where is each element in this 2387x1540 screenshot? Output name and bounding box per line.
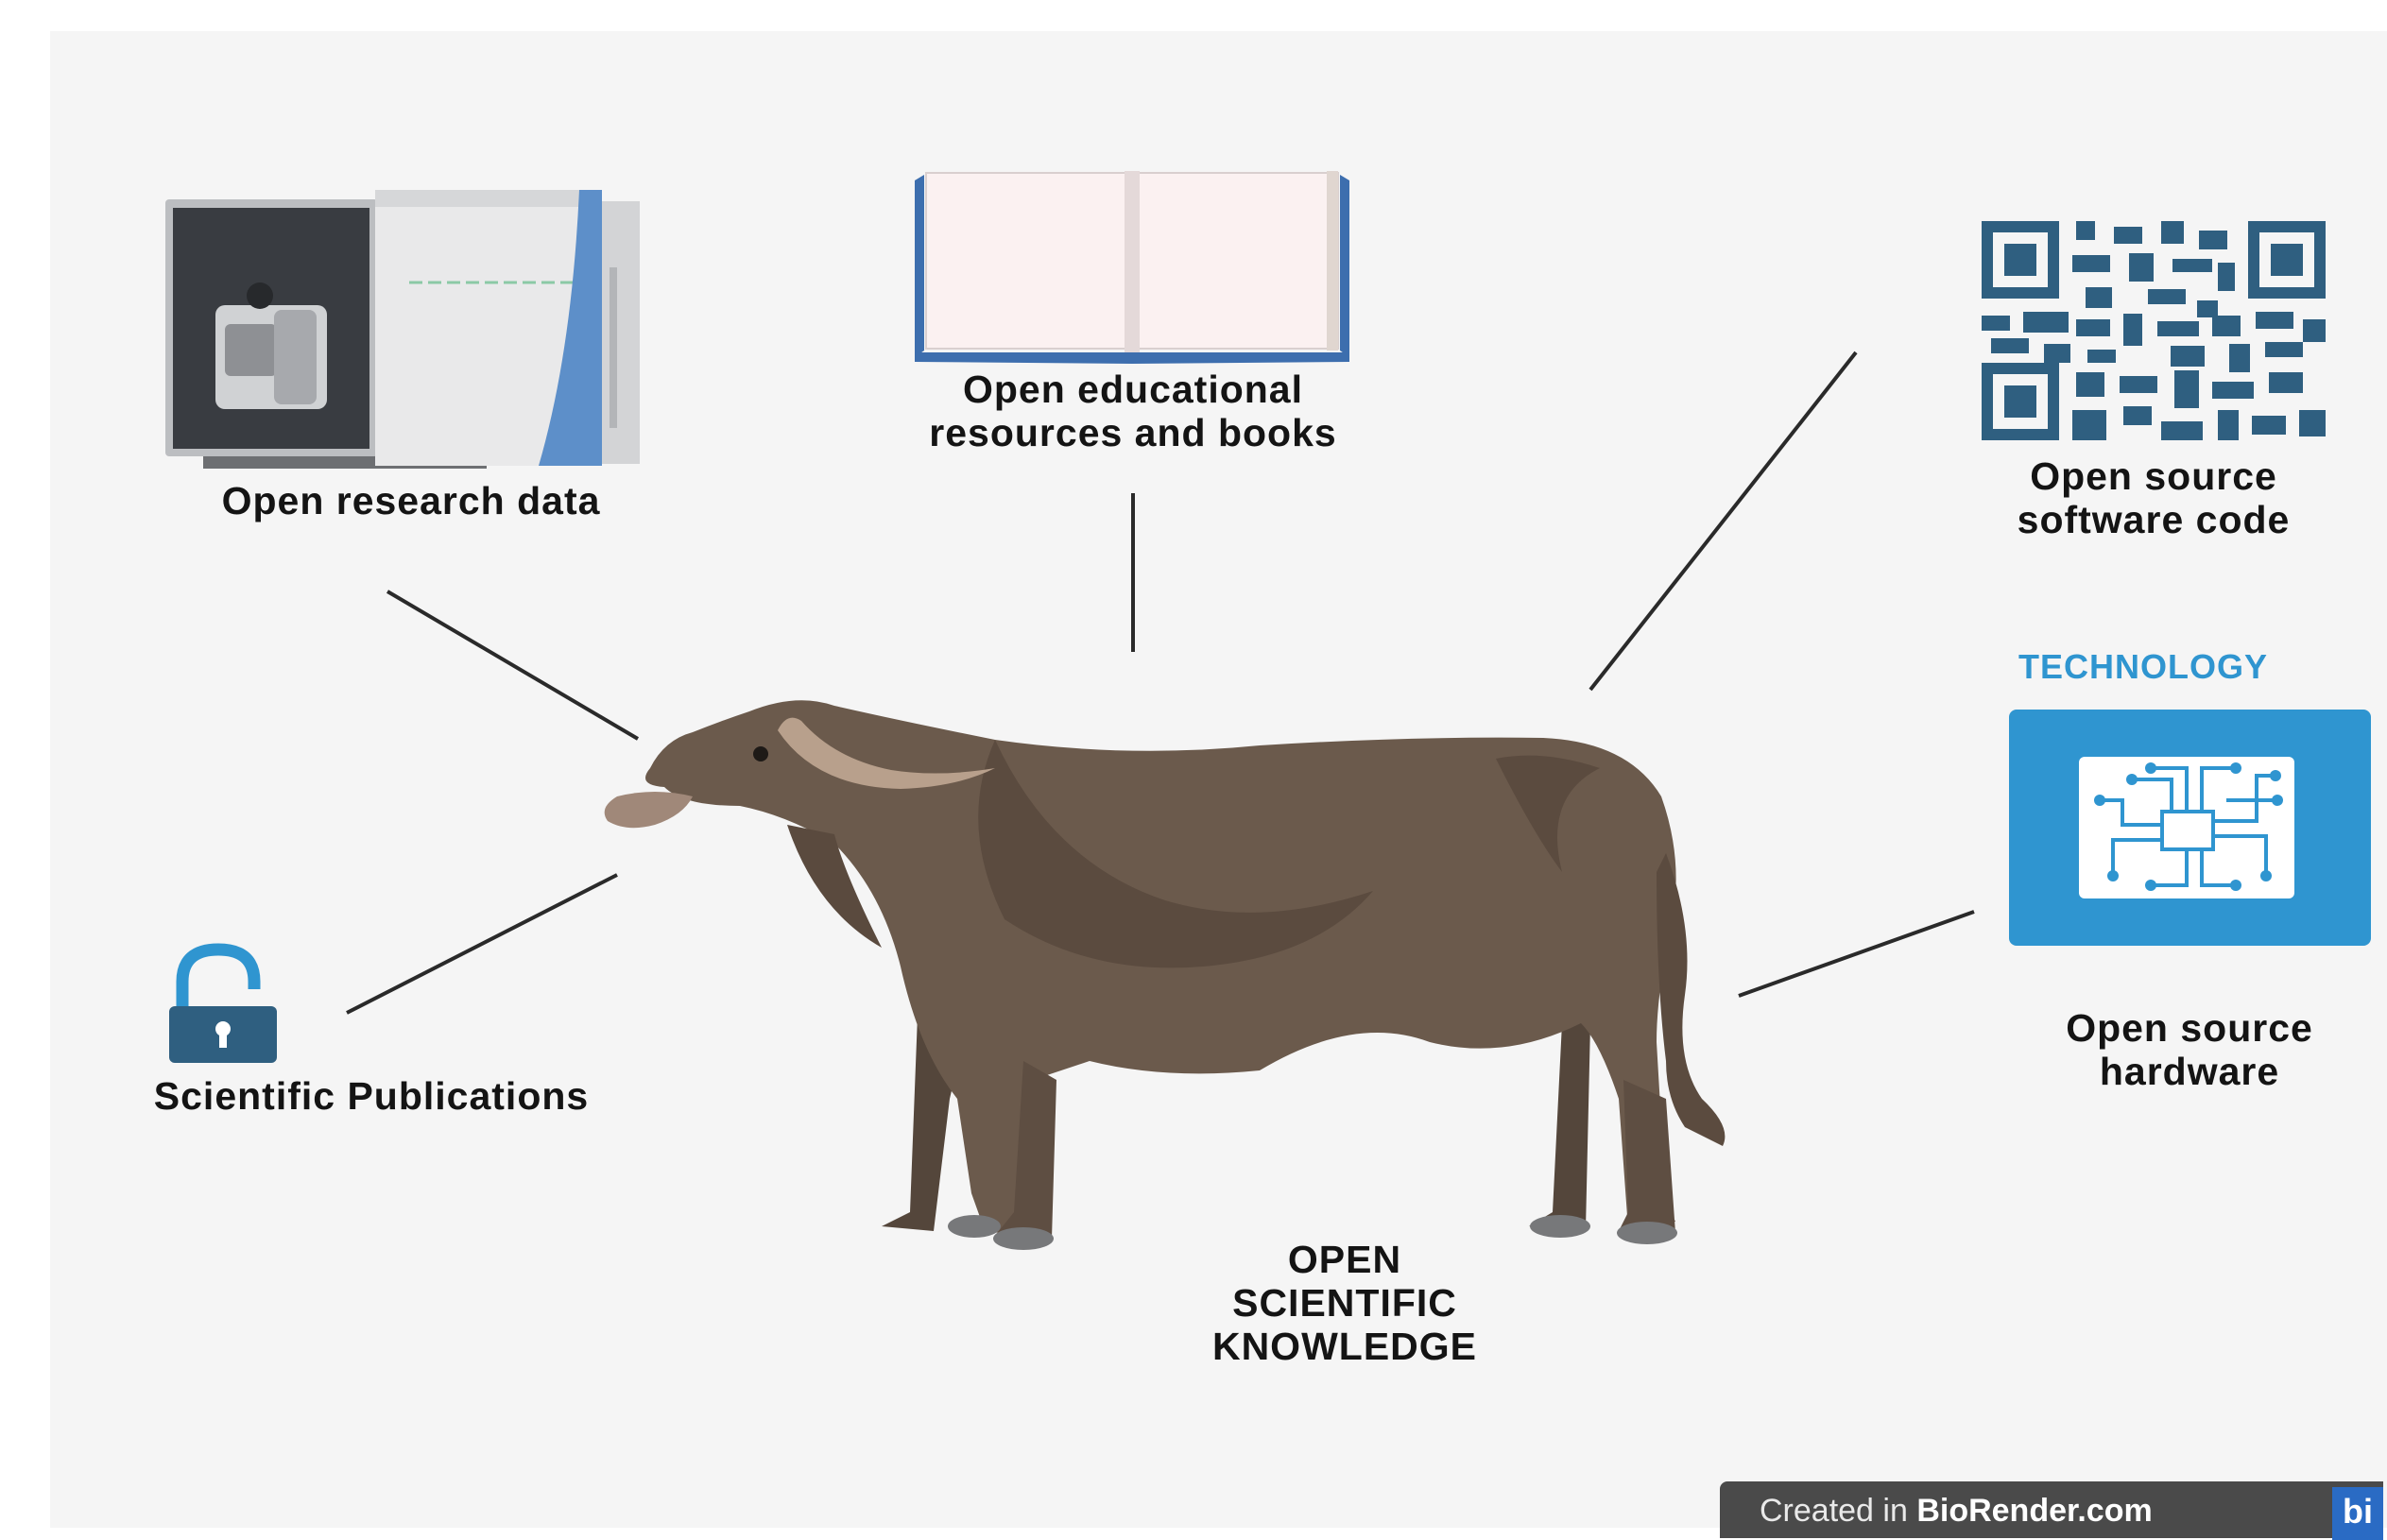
- label-publications: Scientific Publications: [153, 1074, 590, 1118]
- label-hardware: Open source hardware: [2066, 1006, 2313, 1093]
- credit-brand: BioRender.com: [1916, 1493, 2153, 1529]
- connector-lines: [346, 351, 1975, 1015]
- biorender-credit: Created in BioRender.com bi: [1720, 1481, 2383, 1540]
- circuit-chip-icon: [2009, 710, 2371, 946]
- technology-heading: TECHNOLOGY: [2018, 647, 2269, 686]
- connector-hardware: [1738, 910, 1975, 998]
- center-label: OPEN SCIENTIFIC KNOWLEDGE: [1211, 1238, 1478, 1368]
- lab-instrument-icon: [165, 190, 640, 469]
- unlocked-padlock-icon: [169, 943, 277, 1063]
- connector-software: [1588, 351, 1858, 692]
- connector-research-data: [386, 590, 640, 741]
- open-book-icon: [915, 171, 1349, 364]
- diagram-canvas: Open research data Open educational reso…: [50, 31, 2387, 1528]
- connector-publications: [346, 873, 618, 1015]
- label-software: Open source software code: [2017, 454, 2291, 541]
- credit-prefix: Created in: [1760, 1493, 1908, 1529]
- label-educational: Open educational resources and books: [929, 368, 1337, 454]
- water-buffalo-illustration: [604, 700, 1726, 1250]
- biorender-logo-badge: bi: [2332, 1487, 2383, 1540]
- label-research-data: Open research data: [221, 479, 601, 522]
- qr-code-icon: [1982, 221, 2326, 440]
